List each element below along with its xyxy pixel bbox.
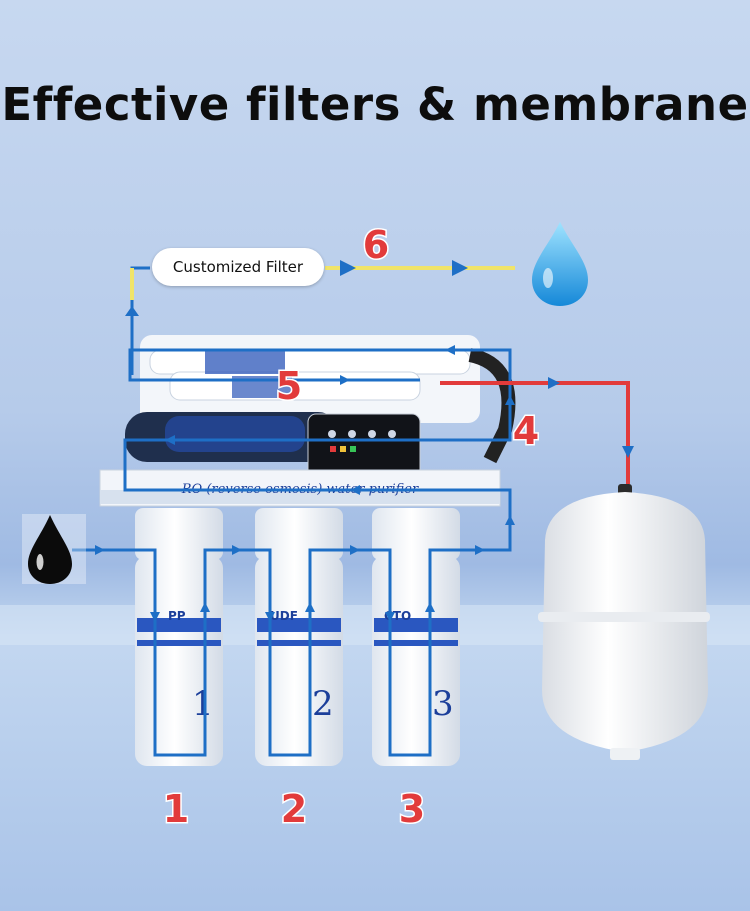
cartridge-2-number: 2 — [312, 684, 334, 724]
stage-number-3: 3 — [399, 787, 425, 831]
clean-water-drop-icon — [532, 222, 588, 306]
cartridge-1-number: 1 — [192, 684, 214, 724]
flow-line-red — [440, 377, 634, 484]
cartridge-1-label: PP — [168, 609, 186, 623]
cartridge-2: UDF 2 — [255, 508, 343, 766]
stage-number-6: 6 — [363, 223, 389, 267]
cartridge-3: CTO 3 — [372, 508, 460, 766]
stage-number-5: 5 — [276, 364, 302, 408]
headline: Effective filters & membrane — [1, 78, 749, 131]
cartridge-1: PP 1 — [135, 508, 223, 766]
flow-line-yellow — [130, 260, 515, 300]
stage-number-1: 1 — [163, 787, 189, 831]
pressure-tank — [538, 484, 710, 760]
source-water-drop-icon — [22, 514, 86, 584]
purifier-frame: RO (reverse osmosis) water purifier — [99, 335, 516, 507]
cartridge-3-number: 3 — [432, 684, 454, 724]
customized-filter-label: Customized Filter — [152, 248, 324, 286]
cartridge-2-label: UDF — [270, 609, 298, 623]
stage-number-2: 2 — [281, 787, 307, 831]
stage-number-4: 4 — [513, 409, 539, 453]
